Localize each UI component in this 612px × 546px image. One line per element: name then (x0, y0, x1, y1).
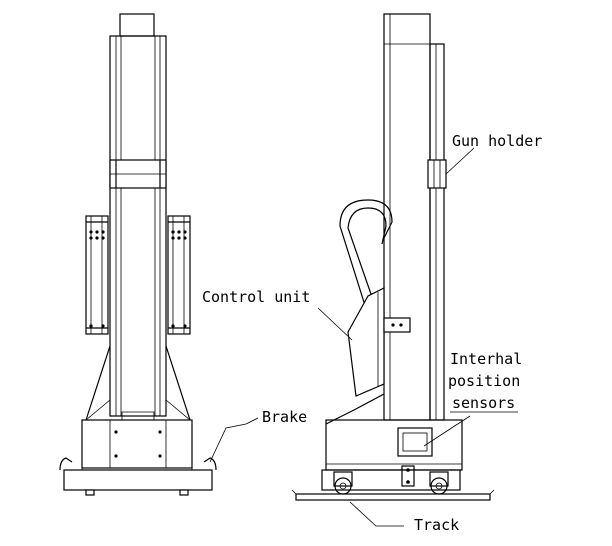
control-unit-box (347, 287, 385, 397)
brake-leader (209, 417, 259, 463)
side-small-bracket (383, 317, 411, 333)
track-leader (349, 501, 404, 527)
front-top-cap (119, 13, 155, 37)
front-view (59, 13, 217, 496)
front-left-gusset (85, 345, 111, 421)
gun-holder-block (427, 159, 447, 189)
side-view (291, 13, 495, 501)
control-unit-leader (317, 307, 353, 341)
side-rear-rail (429, 43, 445, 421)
front-lower-housing (81, 419, 193, 469)
label-gun-holder: Gun holder (452, 132, 542, 150)
cable-hook-outer (339, 199, 393, 335)
front-left-bracket (85, 215, 109, 335)
front-right-bracket (167, 215, 191, 335)
front-right-gusset (165, 345, 191, 421)
side-wheel-left (333, 471, 353, 495)
side-wheel-right (429, 471, 449, 495)
label-sensors-line2: position (448, 372, 520, 390)
track-rail (295, 493, 491, 501)
front-right-brake-lever (203, 457, 217, 471)
front-base-plate (63, 469, 213, 491)
gun-holder-leader (445, 147, 475, 175)
sensor-leader (423, 415, 471, 447)
label-track: Track (414, 516, 459, 534)
label-sensors-line1: Interhal (450, 350, 522, 368)
side-lower-slope (325, 393, 385, 425)
side-base-housing (325, 419, 463, 471)
cable-hook-inner (347, 207, 387, 321)
side-wheel-center (401, 465, 415, 487)
label-brake: Brake (262, 408, 307, 426)
front-column (109, 35, 167, 417)
leader-lines (209, 147, 475, 527)
label-control-unit: Control unit (202, 288, 310, 306)
side-column (383, 13, 431, 421)
label-sensors-line3: sensors (452, 394, 515, 412)
front-left-brake-lever (59, 457, 73, 471)
side-base-plate (321, 469, 461, 491)
